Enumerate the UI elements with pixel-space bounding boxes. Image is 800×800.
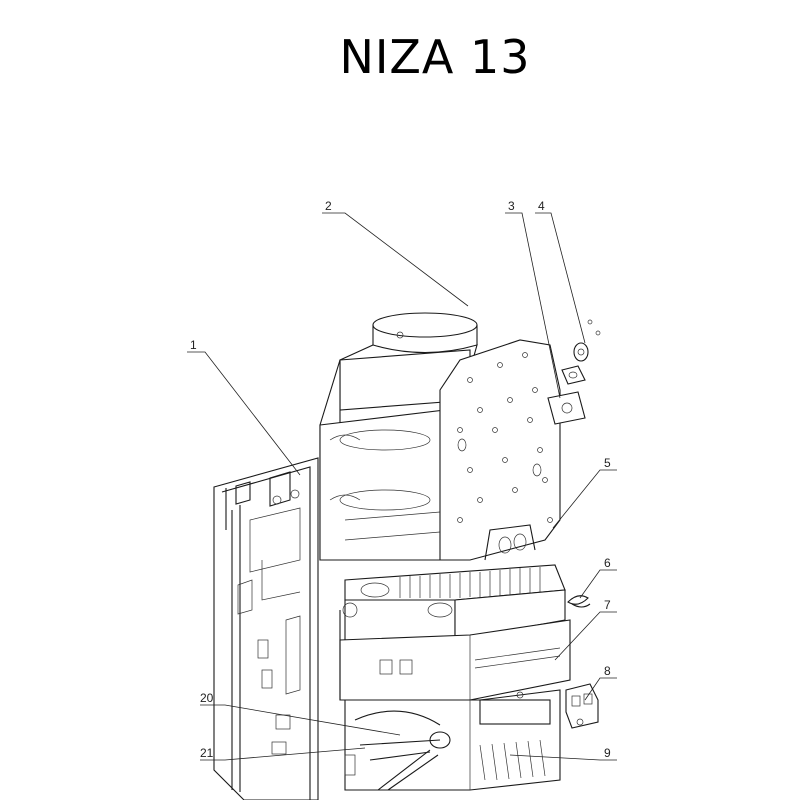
- burner-assembly: [344, 689, 561, 791]
- callout-20: 20: [200, 691, 214, 705]
- callout-7: 7: [604, 598, 611, 612]
- callout-8: 8: [604, 664, 611, 678]
- leader-line-7: [554, 611, 617, 661]
- callout-21: 21: [200, 746, 214, 760]
- leader-lines: [187, 212, 617, 761]
- callout-5: 5: [604, 456, 611, 470]
- leader-line-5: [552, 469, 617, 529]
- leader-line-8: [584, 677, 617, 701]
- fan-side-panel: [439, 339, 561, 561]
- callout-3: 3: [508, 199, 515, 213]
- diagram-title: NIZA 13: [339, 30, 531, 84]
- leader-line-3: [505, 212, 561, 399]
- leader-line-9: [509, 754, 617, 761]
- callout-9: 9: [604, 746, 611, 760]
- callout-4: 4: [538, 199, 545, 213]
- leader-line-1: [187, 351, 301, 476]
- leader-line-6: [579, 569, 617, 599]
- leader-line-4: [535, 212, 586, 344]
- leader-line-21: [200, 747, 366, 761]
- gasket-plate: [547, 365, 586, 425]
- leader-line-20: [200, 704, 401, 736]
- callout-1: 1: [190, 338, 197, 352]
- sensor-fitting: [573, 319, 601, 362]
- callout-2: 2: [325, 199, 332, 213]
- water-valve: [565, 683, 599, 729]
- back-mounting-frame: [213, 457, 319, 800]
- callout-6: 6: [604, 556, 611, 570]
- leader-line-2: [322, 212, 469, 307]
- heat-exchanger: [339, 564, 571, 701]
- retaining-clip: [567, 595, 591, 608]
- fan-hood-assembly: [319, 312, 478, 561]
